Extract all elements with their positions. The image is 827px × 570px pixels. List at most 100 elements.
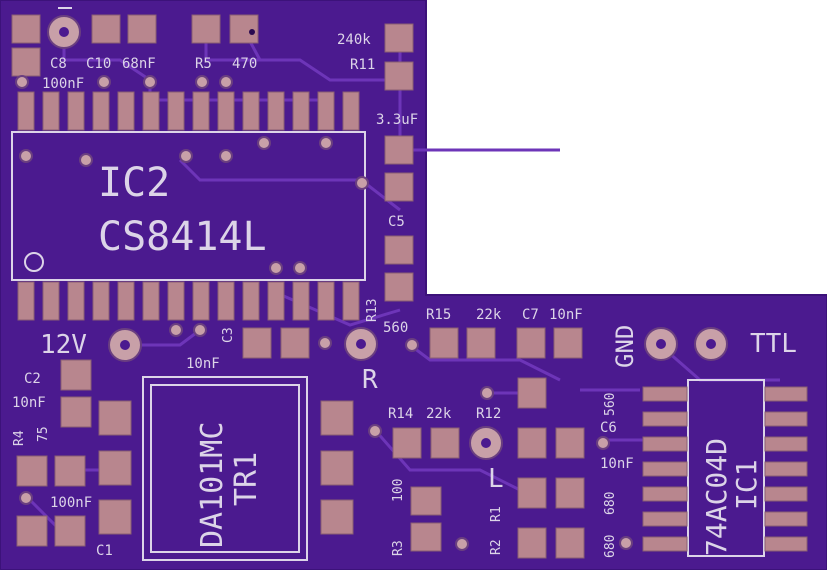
label-r5: R5 xyxy=(195,56,212,72)
ic1-name: IC1 xyxy=(730,459,763,510)
via xyxy=(269,261,283,275)
pad xyxy=(92,91,110,131)
ic1-outline xyxy=(687,379,765,557)
pad xyxy=(764,436,808,452)
pad xyxy=(516,327,546,359)
pad xyxy=(98,499,132,535)
pad xyxy=(342,281,360,321)
tr1-name: TR1 xyxy=(229,452,264,506)
pad xyxy=(127,14,157,44)
pad xyxy=(320,400,354,436)
label-l: L xyxy=(488,464,504,494)
via xyxy=(319,136,333,150)
pad xyxy=(242,281,260,321)
label-r2: R2 xyxy=(489,539,504,555)
pad xyxy=(517,477,547,509)
label-r11: R11 xyxy=(350,57,375,73)
pad xyxy=(142,281,160,321)
pad xyxy=(11,47,41,77)
pad xyxy=(167,281,185,321)
label-c3: C3 xyxy=(221,327,236,343)
via xyxy=(356,339,366,349)
via xyxy=(143,75,157,89)
via xyxy=(656,339,666,349)
left-bottom-components xyxy=(16,359,132,547)
pad xyxy=(98,400,132,436)
pad xyxy=(242,91,260,131)
pad xyxy=(142,91,160,131)
label-c5-value: 3.3uF xyxy=(376,112,418,128)
label-r5-value: 470 xyxy=(232,56,257,72)
ic2-name: IC2 xyxy=(98,160,170,206)
pad xyxy=(429,327,459,359)
pad xyxy=(555,427,585,459)
pad xyxy=(642,461,688,477)
ic2-outline xyxy=(11,131,366,281)
pad xyxy=(217,91,235,131)
label-12v: 12V xyxy=(40,330,87,360)
pad xyxy=(267,91,285,131)
pad xyxy=(16,455,48,487)
via xyxy=(193,323,207,337)
pad xyxy=(192,91,210,131)
pad xyxy=(16,515,48,547)
via xyxy=(79,153,93,167)
via xyxy=(368,424,382,438)
label-c3-value: 10nF xyxy=(186,356,220,372)
pad xyxy=(764,461,808,477)
label-r1-value: 680 xyxy=(603,492,618,515)
pad xyxy=(517,527,547,559)
ic1-footprint: 74AC04D IC1 xyxy=(642,379,808,557)
pad xyxy=(17,91,35,131)
label-r4: R4 xyxy=(12,430,27,446)
pad xyxy=(384,272,414,302)
via xyxy=(405,338,419,352)
pad xyxy=(555,477,585,509)
pad xyxy=(117,91,135,131)
ic1-left-pins xyxy=(642,386,688,552)
label-r13: R13 xyxy=(365,299,380,322)
pad xyxy=(642,511,688,527)
ic2-bottom-pins xyxy=(17,281,360,321)
ic2-part: CS8414L xyxy=(98,214,267,260)
tr1-footprint: DA101MC TR1 xyxy=(142,376,354,561)
via xyxy=(15,75,29,89)
pad xyxy=(229,14,259,44)
pad xyxy=(384,135,414,165)
pad xyxy=(67,91,85,131)
label-r: R xyxy=(362,365,378,395)
pad xyxy=(292,91,310,131)
pad xyxy=(764,511,808,527)
pad xyxy=(117,281,135,321)
via xyxy=(480,386,494,400)
pad xyxy=(267,281,285,321)
pad xyxy=(553,327,583,359)
label-c1-value: 100nF xyxy=(50,495,92,511)
label-ttl: TTL xyxy=(750,329,797,359)
label-c7: C7 xyxy=(522,307,539,323)
via xyxy=(59,27,69,37)
pad xyxy=(317,91,335,131)
pad xyxy=(60,359,92,391)
via xyxy=(257,136,271,150)
via xyxy=(179,149,193,163)
label-c2: C2 xyxy=(24,371,41,387)
label-r1: R1 xyxy=(489,506,504,522)
label-c7-value: 10nF xyxy=(549,307,583,323)
tr1-outline-inner xyxy=(150,384,300,553)
via xyxy=(219,149,233,163)
ic1-right-pins xyxy=(764,386,808,552)
c5-pads xyxy=(384,135,414,302)
pad xyxy=(384,172,414,202)
pad xyxy=(92,281,110,321)
pad xyxy=(60,396,92,428)
label-r4-value: 75 xyxy=(36,426,51,442)
via xyxy=(97,75,111,89)
via xyxy=(481,438,491,448)
connector-l xyxy=(469,426,503,460)
pad xyxy=(642,536,688,552)
via xyxy=(355,176,369,190)
pad xyxy=(11,14,41,44)
label-c8: C8 xyxy=(50,56,67,72)
pad xyxy=(42,91,60,131)
